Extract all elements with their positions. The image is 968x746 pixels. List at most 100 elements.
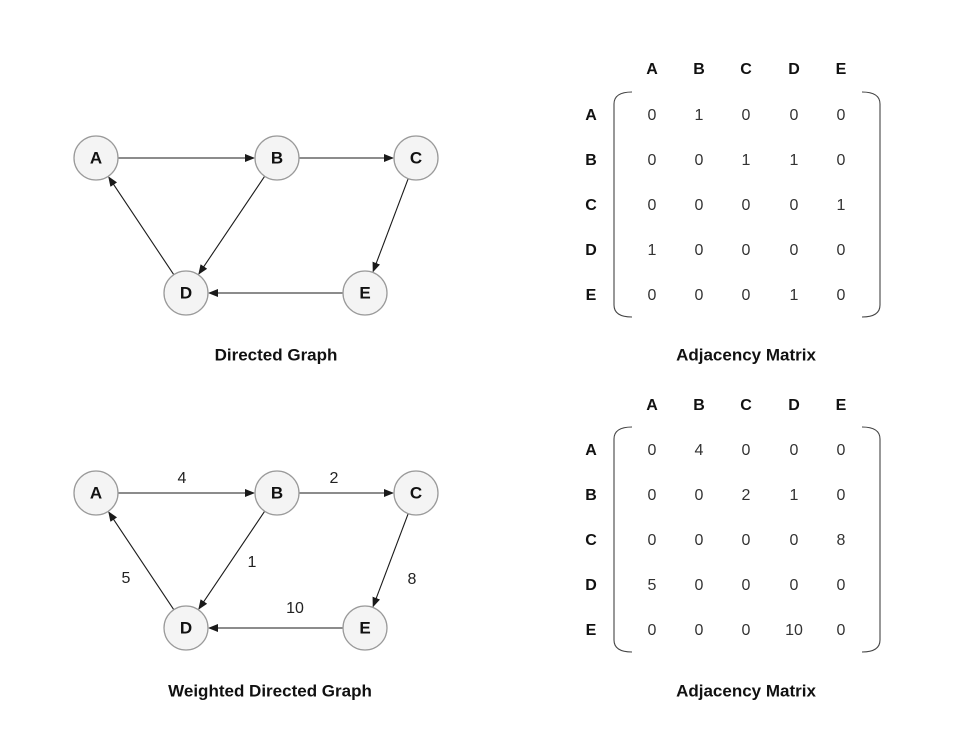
panel1-matrix-cell-a-b: 1 [695,107,704,124]
panel1-matrix-cell-d-b: 0 [695,242,704,259]
panel2-matrix-cell-a-d: 0 [790,442,799,459]
panel2-matrix-cell-d-a: 5 [648,577,657,594]
panel2-matrix-cell-c-a: 0 [648,532,657,549]
panel1-edge-d-to-a [108,176,175,275]
panel1-matrix-cell-c-e: 1 [837,197,846,214]
panel1-graph-caption: Directed Graph [215,345,338,364]
panel2-node-circle [73,470,119,516]
panel1-node-c: C [393,135,439,181]
panel2-matrix-cell-e-c: 0 [742,622,751,639]
panel2-matrix-cell-a-a: 0 [648,442,657,459]
panel1-node-label: E [359,283,370,302]
panel1-matrix-col-header-c: C [740,61,752,78]
panel1-matrix-cell-a-c: 0 [742,107,751,124]
panel1-node-d: D [163,270,209,316]
panel2-matrix-cell-c-d: 0 [790,532,799,549]
panel2-matrix-col-header-e: E [836,397,847,414]
panel1-matrix-row-header-b: B [585,152,597,169]
panel1-matrix-col-header-b: B [693,61,705,78]
panel1-node-circle [73,135,119,181]
panel2-edge-weight-b-c: 2 [330,470,339,487]
panel2-matrix-cell-b-c: 2 [742,487,751,504]
panel2-matrix-cell-e-e: 0 [837,622,846,639]
panel1-matrix-caption: Adjacency Matrix [676,345,816,364]
panel1-matrix-col-header-a: A [646,61,658,78]
panel2-matrix-cell-a-c: 0 [742,442,751,459]
panel2-edge-weight-a-b: 4 [178,470,187,487]
panel2-matrix-col-header-a: A [646,397,658,414]
panel1-matrix-cell-e-b: 0 [695,287,704,304]
panel2-edge-d-to-a [108,511,175,610]
panel2-node-d: D [163,605,209,651]
panel1-matrix-cell-c-b: 0 [695,197,704,214]
panel1-matrix-cell-d-a: 1 [648,242,657,259]
panel2-node-label: A [90,483,102,502]
panel1-matrix-cell-c-c: 0 [742,197,751,214]
panel1-matrix-cell-d-d: 0 [790,242,799,259]
panel1-matrix-cell-e-e: 0 [837,287,846,304]
panel2-graph-caption: Weighted Directed Graph [168,681,372,700]
panel2-edge-weight-b-d: 1 [248,554,257,571]
panel2-matrix-cell-b-a: 0 [648,487,657,504]
panel1-matrix-cell-a-a: 0 [648,107,657,124]
panel1-matrix-cell-b-a: 0 [648,152,657,169]
panel2-matrix-cell-c-c: 0 [742,532,751,549]
panel1-matrix-cell-c-d: 0 [790,197,799,214]
panel2-node-c: C [393,470,439,516]
panel1-node-circle [254,135,300,181]
panel2-matrix-cell-d-e: 0 [837,577,846,594]
panel2-matrix-left-bracket [613,426,633,653]
panel1-matrix-left-bracket [613,91,633,318]
panel2-matrix-cell-c-b: 0 [695,532,704,549]
panel2-matrix-row-header-c: C [585,532,597,549]
panel2-matrix-col-header-d: D [788,397,800,414]
panel2-matrix-caption: Adjacency Matrix [676,681,816,700]
panel1-matrix-cell-b-d: 1 [790,152,799,169]
panel2-edge-b-to-d [198,510,266,610]
panel1-edge-c-to-e [372,178,409,273]
panel1-node-label: D [180,283,192,302]
panel2-node-a: A [73,470,119,516]
panel1-edge-b-to-d [198,175,266,275]
panel2-matrix-cell-d-c: 0 [742,577,751,594]
panel2-matrix-cell-b-b: 0 [695,487,704,504]
panel2-matrix-cell-a-b: 4 [695,442,704,459]
panel2-matrix-cell-d-d: 0 [790,577,799,594]
panel1-matrix-cell-b-b: 0 [695,152,704,169]
panel2-matrix-cell-e-a: 0 [648,622,657,639]
panel1-matrix-cell-e-a: 0 [648,287,657,304]
panel2-matrix-row-header-b: B [585,487,597,504]
panel2-edge-weight-d-a: 5 [122,570,131,587]
panel2-matrix-row-header-e: E [586,622,597,639]
panel1-matrix-cell-b-e: 0 [837,152,846,169]
panel1-matrix-col-header-e: E [836,61,847,78]
panel1-node-circle [342,270,388,316]
panel1-matrix-col-header-d: D [788,61,800,78]
panel2-matrix-cell-b-d: 1 [790,487,799,504]
panel1-matrix-cell-d-e: 0 [837,242,846,259]
panel2-matrix-col-header-b: B [693,397,705,414]
panel2-matrix-cell-b-e: 0 [837,487,846,504]
panel2-node-circle [393,470,439,516]
panel2-matrix-right-bracket [861,426,881,653]
panel1-matrix-cell-a-e: 0 [837,107,846,124]
panel2-matrix-cell-c-e: 8 [837,532,846,549]
panel1-node-label: B [271,148,283,167]
panel1-matrix-cell-c-a: 0 [648,197,657,214]
panel1-matrix-cell-e-c: 0 [742,287,751,304]
panel1-matrix-row-header-d: D [585,242,597,259]
panel1-node-a: A [73,135,119,181]
panel1-matrix-row-header-e: E [586,287,597,304]
panel2-matrix-cell-e-d: 10 [785,622,803,639]
panel2-node-circle [254,470,300,516]
panel2-node-e: E [342,605,388,651]
panel1-matrix-cell-a-d: 0 [790,107,799,124]
panel2-matrix-cell-a-e: 0 [837,442,846,459]
panel1-node-circle [163,270,209,316]
panel2-edge-weight-c-e: 8 [408,571,417,588]
panel1-matrix-cell-b-c: 1 [742,152,751,169]
panel2-node-label: C [410,483,422,502]
panel2-edge-weight-e-d: 10 [286,600,304,617]
panel2-node-label: D [180,618,192,637]
